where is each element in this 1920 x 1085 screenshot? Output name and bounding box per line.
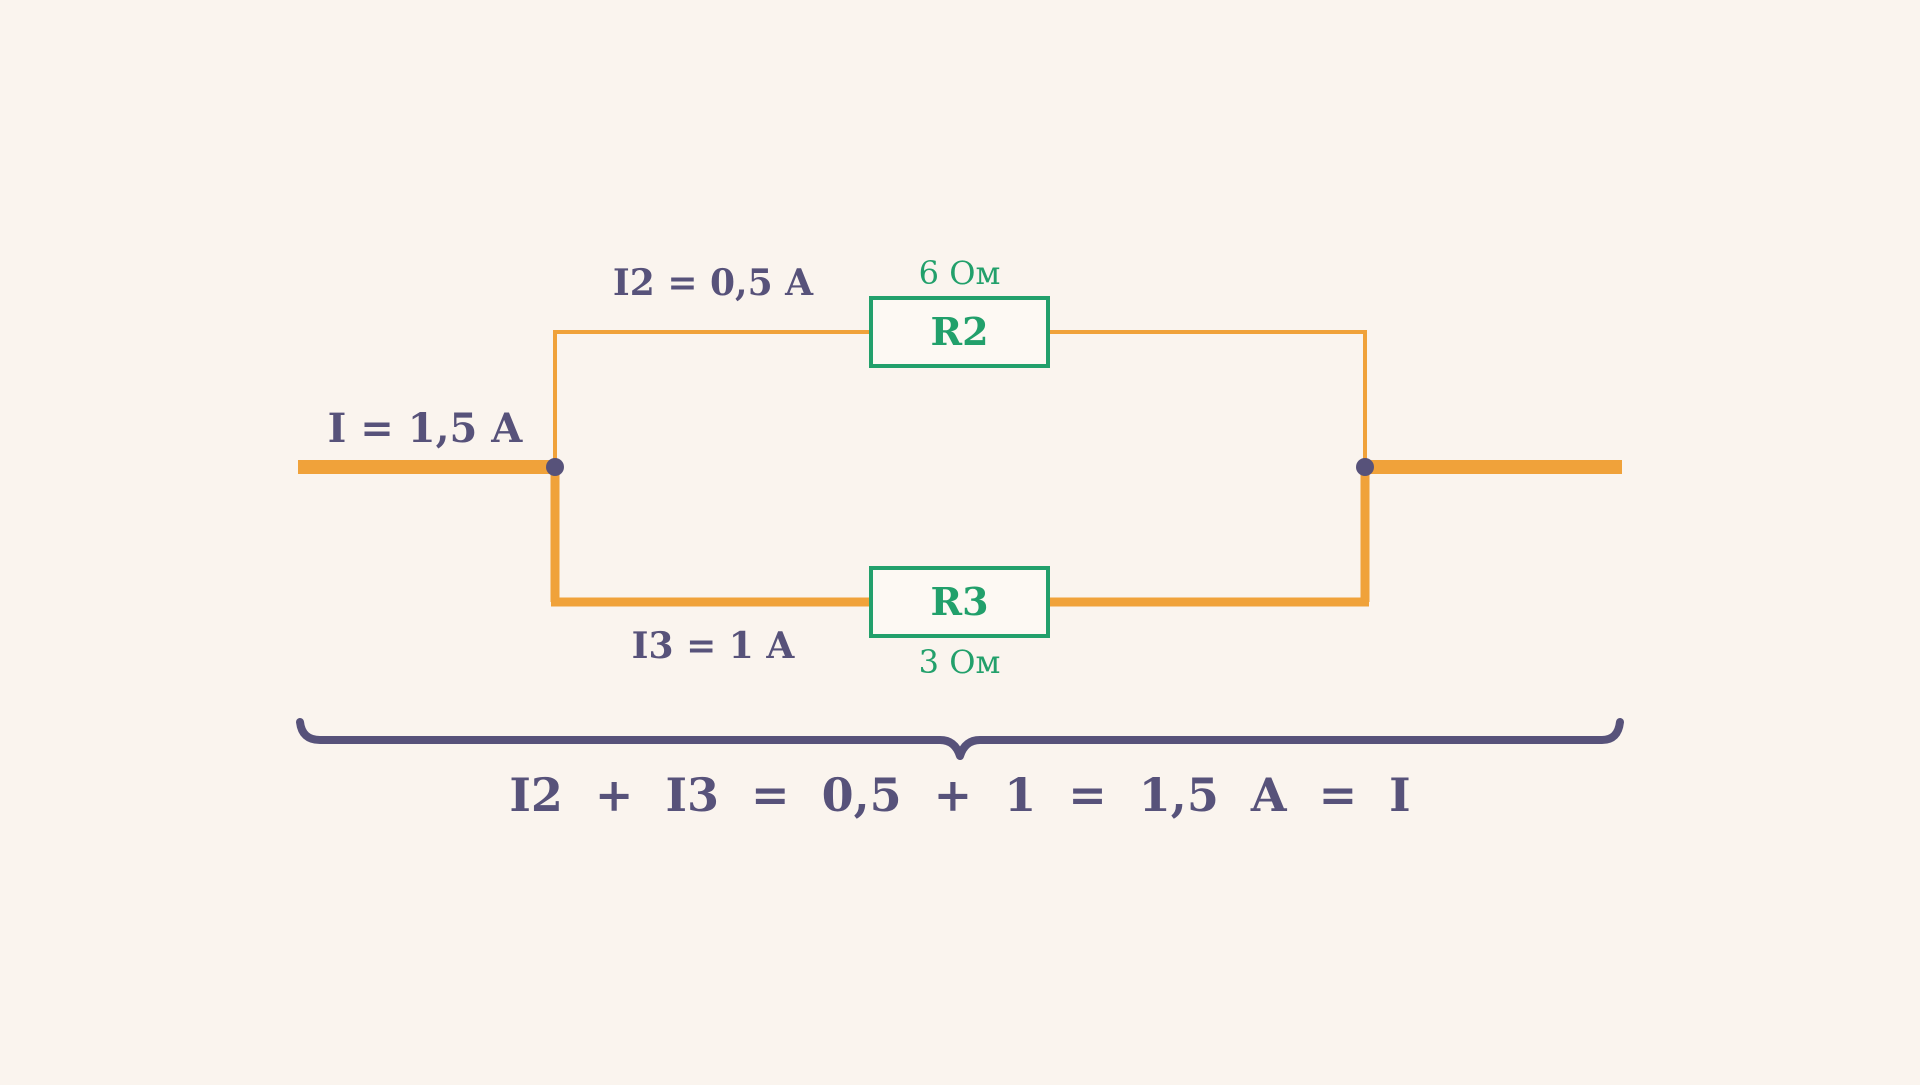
current-sum-equation: I2 + I3 = 0,5 + 1 = 1,5 A = I <box>509 768 1410 822</box>
top-branch-current-label: I2 = 0,5 A <box>613 262 814 304</box>
bottom-branch-current-label: I3 = 1 A <box>632 625 796 667</box>
left-junction-node <box>546 458 564 476</box>
resistor-r3-value: 3 Ом <box>919 643 1001 681</box>
resistor-r3 <box>869 566 1050 638</box>
right-junction-node <box>1356 458 1374 476</box>
sum-brace <box>296 718 1624 760</box>
resistor-r2 <box>869 296 1050 368</box>
resistor-r2-value: 6 Ом <box>919 254 1001 292</box>
resistor-r3-label: R3 <box>930 579 988 624</box>
resistor-r2-label: R2 <box>930 309 988 354</box>
total-current-label: I = 1,5 A <box>328 405 524 452</box>
